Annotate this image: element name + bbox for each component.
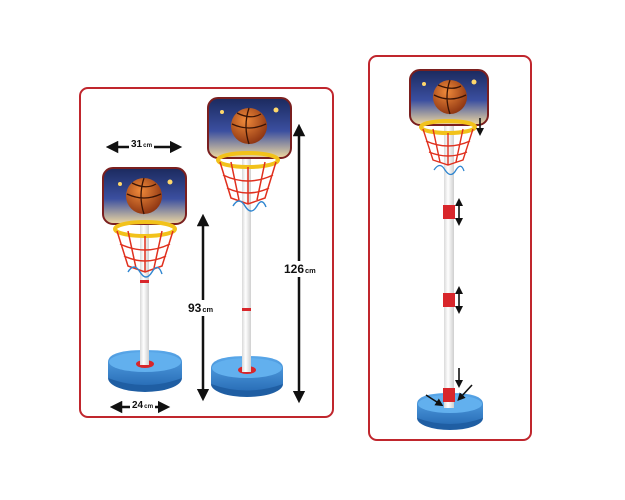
tall-hoop [207, 97, 292, 397]
left-product-frame [79, 87, 334, 418]
min-height-unit: cm [202, 305, 214, 314]
width-unit: cm [143, 142, 153, 149]
short-hoop-pole [140, 220, 149, 365]
width-label: 31cm [129, 139, 155, 150]
adjustable-hoop-pole [444, 118, 454, 408]
adjustable-hoop [409, 69, 489, 430]
adjustable-hoop-net [422, 128, 474, 166]
tall-hoop-pole [242, 158, 251, 372]
base-label: 24cm [130, 400, 156, 411]
base-unit: cm [144, 403, 154, 410]
max-height-label: 126cm [283, 261, 317, 277]
adjustable-hoop-ball [433, 80, 467, 114]
short-hoop-net [116, 230, 174, 273]
base-value: 24 [132, 400, 144, 411]
width-value: 31 [131, 139, 143, 150]
max-height-value: 126 [284, 262, 305, 276]
tall-hoop-net [219, 161, 277, 205]
right-product-frame [368, 55, 532, 441]
tall-hoop-ball [231, 108, 267, 144]
short-hoop [102, 167, 187, 392]
height-clip-upper [443, 205, 455, 219]
min-height-label: 93cm [187, 300, 215, 316]
short-hoop-ball [126, 178, 162, 214]
min-height-value: 93 [188, 301, 202, 315]
max-height-unit: cm [305, 266, 316, 275]
height-clip-lower [443, 293, 455, 307]
